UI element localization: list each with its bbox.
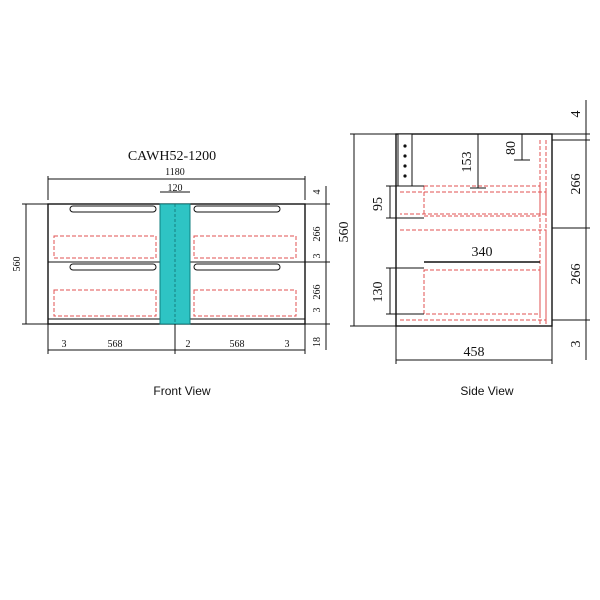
height-label: 560 bbox=[12, 257, 23, 272]
bottom-right-width-label: 568 bbox=[230, 339, 245, 350]
bottom-left-width-label: 568 bbox=[108, 339, 123, 350]
front-drawer-top-label: 266 bbox=[312, 227, 323, 242]
handle-bottom-left bbox=[69, 263, 157, 271]
drawer-box-top-right bbox=[193, 235, 297, 259]
side-drawer-top-label: 266 bbox=[569, 174, 584, 195]
depth-label: 458 bbox=[464, 345, 485, 360]
lower-handle-label: 130 bbox=[371, 282, 386, 303]
gap-width-label: 120 bbox=[168, 183, 183, 194]
bottom-right-edge-label: 3 bbox=[285, 339, 290, 350]
rail-offset-label: 153 bbox=[460, 152, 475, 173]
side-outline bbox=[395, 133, 553, 327]
front-mid-gap-label: 3 bbox=[312, 254, 323, 259]
front-view: CAWH52-1200 1180 120 560 bbox=[12, 149, 330, 398]
bracket-hole-4 bbox=[403, 174, 407, 178]
bracket-hole-1 bbox=[403, 144, 407, 148]
wall-bracket bbox=[397, 133, 413, 187]
lower-drawer-hidden bbox=[400, 229, 547, 321]
side-view: 560 95 130 153 80 340 4 266 266 3 bbox=[337, 100, 590, 398]
side-bottom-gap-label: 3 bbox=[569, 341, 584, 348]
model-title: CAWH52-1200 bbox=[128, 149, 216, 164]
upper-drawer-hidden bbox=[400, 191, 547, 215]
side-view-caption: Side View bbox=[460, 384, 513, 398]
upper-handle-label: 95 bbox=[371, 197, 386, 211]
drawer-box-bottom-right bbox=[193, 289, 297, 317]
front-drawer-bottom-label: 266 bbox=[312, 285, 323, 300]
bottom-center-gap-label: 2 bbox=[186, 339, 191, 350]
drawer-box-top-left bbox=[53, 235, 157, 259]
back-offset-label: 80 bbox=[504, 141, 519, 155]
side-top-gap-label: 4 bbox=[569, 111, 584, 118]
upper-drawer-box bbox=[423, 185, 541, 217]
bracket-hole-3 bbox=[403, 164, 407, 168]
overall-width-label: 1180 bbox=[165, 167, 185, 178]
bottom-left-edge-label: 3 bbox=[62, 339, 67, 350]
bracket-hole-2 bbox=[403, 154, 407, 158]
side-drawer-bottom-label: 266 bbox=[569, 264, 584, 285]
handle-top-right bbox=[193, 205, 281, 213]
side-height-label: 560 bbox=[337, 222, 352, 243]
front-mid-gap-2-label: 3 bbox=[312, 308, 323, 313]
front-top-gap-label: 4 bbox=[312, 190, 323, 195]
front-view-caption: Front View bbox=[153, 384, 210, 398]
front-base-label: 18 bbox=[312, 337, 323, 347]
handle-bottom-right bbox=[193, 263, 281, 271]
lower-drawer-box bbox=[423, 269, 541, 315]
handle-top-left bbox=[69, 205, 157, 213]
inner-depth-label: 340 bbox=[472, 245, 493, 260]
drawer-box-bottom-left bbox=[53, 289, 157, 317]
